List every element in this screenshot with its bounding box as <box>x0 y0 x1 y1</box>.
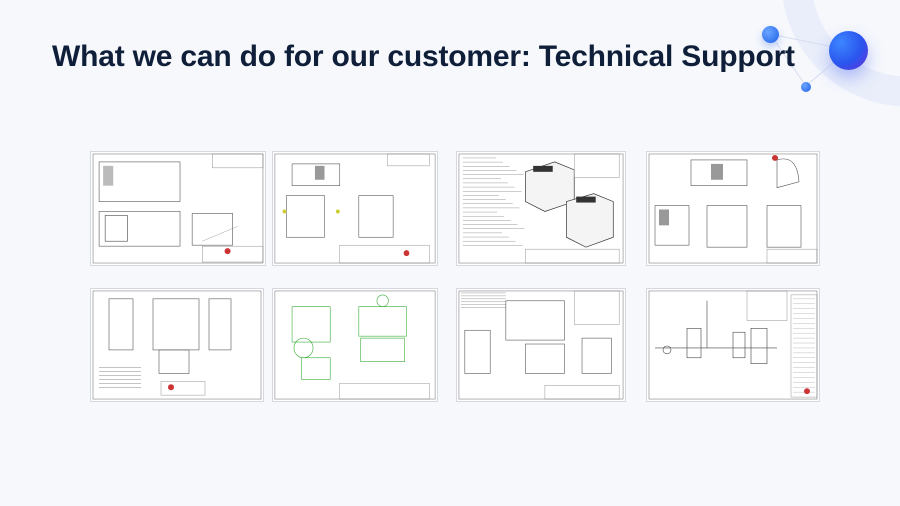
drawing-enclosure-dimensions-3 <box>646 151 820 266</box>
technical-drawing-image <box>92 153 264 264</box>
decorative-sphere-large <box>829 31 868 70</box>
decorative-sphere-small <box>762 26 779 43</box>
technical-drawing-image <box>274 290 436 400</box>
drawing-3d-views-with-notes <box>456 151 626 266</box>
slide-title: What we can do for our customer: Technic… <box>52 40 795 73</box>
technical-drawing-image <box>458 290 624 400</box>
drawing-enclosure-dimensions-2 <box>272 151 438 266</box>
drawing-piping-schematic <box>646 288 820 402</box>
technical-drawing-image <box>648 153 818 264</box>
technical-drawing-image <box>92 290 262 400</box>
drawing-cabinet-layout <box>90 288 264 402</box>
decorative-sphere-tiny <box>801 82 811 92</box>
technical-drawing-image <box>274 153 436 264</box>
technical-drawing-image <box>648 290 818 400</box>
decorative-ring <box>740 0 900 120</box>
drawing-installation-layout <box>456 288 626 402</box>
drawing-enclosure-dimensions-1 <box>90 151 266 266</box>
drawing-compressor-assembly <box>272 288 438 402</box>
technical-drawing-image <box>458 153 624 264</box>
